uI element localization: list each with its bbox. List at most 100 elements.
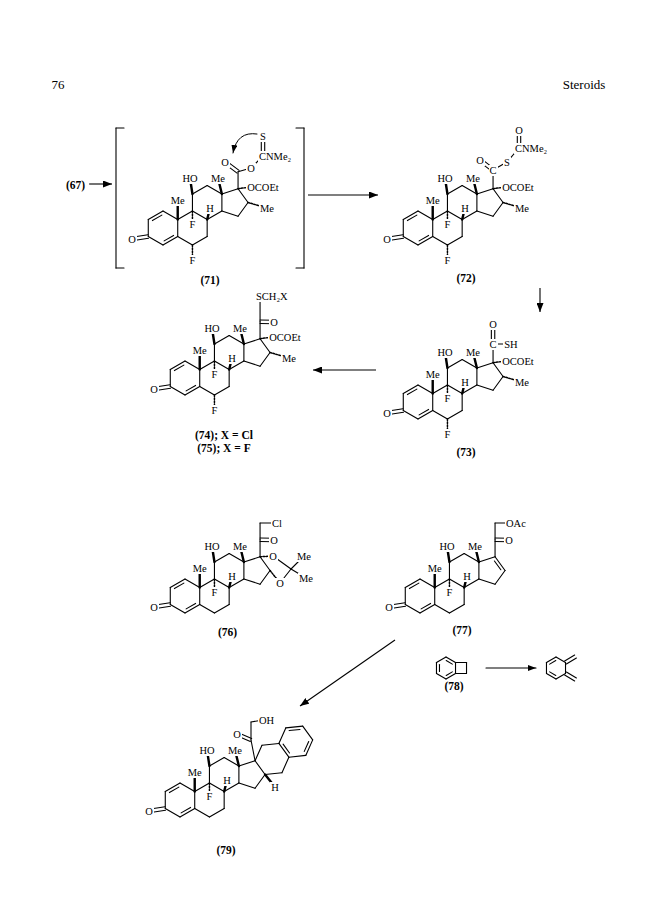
bond-line [403, 411, 418, 420]
bond-line [407, 389, 416, 394]
bond-line [174, 365, 183, 370]
bond-line [255, 745, 262, 761]
bond-line [306, 740, 313, 756]
bond-line [434, 588, 435, 605]
bond-line [262, 743, 279, 745]
atom-label: Me [425, 195, 441, 206]
atom-label: OAc [505, 518, 527, 529]
bond-line [192, 186, 207, 195]
atom-label: O [504, 535, 514, 546]
atom-label: O [382, 408, 392, 419]
atom-label: O [475, 155, 485, 166]
bond-line [462, 394, 463, 411]
bond-line [222, 189, 238, 194]
bond-line [476, 194, 477, 211]
bond-line [165, 809, 180, 818]
atom-label: Me [425, 369, 441, 380]
atom-label: O [514, 125, 524, 136]
atom-label: O [127, 234, 137, 245]
bond-line [192, 237, 207, 246]
bond-line [180, 783, 195, 792]
atom-label: Cl [271, 518, 283, 529]
atom-label: Me [192, 563, 208, 574]
bond-line [238, 172, 239, 189]
compound-number: (72) [456, 272, 475, 285]
atom-label: O [382, 234, 392, 245]
reaction-arrow [300, 640, 395, 706]
page-number: 76 [51, 77, 66, 92]
atom-label: H [227, 353, 237, 364]
atom-label: F [206, 791, 214, 802]
bond-line [477, 189, 493, 194]
bond-line [152, 215, 161, 220]
bond-line [447, 186, 462, 195]
compound: (74); X = Cl(75); X = F [135, 282, 313, 458]
atom-label: O [232, 729, 242, 740]
bond-line [279, 743, 289, 757]
bond-line [174, 583, 183, 588]
atom-label: Me [192, 345, 208, 356]
atom-label: Me [210, 173, 226, 184]
bond-line [255, 761, 265, 775]
bond-line [455, 663, 456, 674]
bond-line [479, 579, 495, 584]
bond-line [282, 757, 289, 773]
bond-line [546, 663, 547, 674]
bond-line [177, 220, 178, 237]
bond-line [222, 211, 238, 216]
compound-number: (67) [66, 179, 85, 192]
bond-line [447, 360, 462, 369]
bond-line [214, 562, 215, 579]
bond-line [418, 211, 433, 220]
bond-line [432, 220, 433, 237]
reaction-arrow [539, 288, 540, 312]
atom-label: O [246, 163, 256, 174]
bond-line [244, 339, 260, 344]
bond-line [289, 729, 300, 730]
structure-bonds [116, 128, 576, 817]
atom-label: HO [438, 541, 455, 552]
bond-line [115, 128, 116, 268]
atom-label: Me [465, 347, 481, 358]
bond-line [116, 267, 124, 268]
bond-line [244, 579, 260, 584]
atom-label: OCOEt [501, 356, 535, 367]
compound-number: (77) [452, 624, 471, 637]
bond-line [447, 368, 448, 385]
bond-line [405, 605, 420, 614]
atom-label: F [444, 393, 452, 404]
bond-line [239, 783, 255, 788]
bond-line [260, 540, 261, 557]
bond-line [565, 655, 575, 661]
bond-line [200, 605, 215, 614]
bond-line [296, 127, 304, 128]
atom-label: H [460, 377, 470, 388]
bond-line [244, 361, 260, 366]
atom-label: Me [227, 745, 243, 756]
compound-number: (76) [218, 626, 237, 639]
reaction-arrow [486, 667, 536, 668]
bond-line [200, 387, 215, 396]
bond-line [289, 755, 306, 757]
bond-line [493, 203, 503, 217]
atom-label: H [270, 782, 280, 793]
bond-line [283, 744, 289, 753]
bond-line [260, 353, 270, 367]
bond-line [260, 523, 261, 540]
bond-line [464, 588, 465, 605]
atom-label: F [211, 587, 219, 598]
atom-label: F [444, 429, 452, 440]
compound-number: (78) [444, 680, 463, 693]
bond-line [447, 237, 462, 246]
bond-line [446, 661, 452, 665]
bond-line [209, 758, 224, 767]
bond-line [214, 336, 229, 345]
bond-line [296, 267, 304, 268]
bond-line [244, 557, 260, 562]
bond-line [303, 726, 313, 740]
bond-line [436, 674, 446, 680]
compound-number: (73) [456, 446, 475, 459]
bond-line [420, 579, 435, 588]
atom-label: HO [436, 173, 453, 184]
atom-label: CNMe₂ [258, 151, 292, 162]
